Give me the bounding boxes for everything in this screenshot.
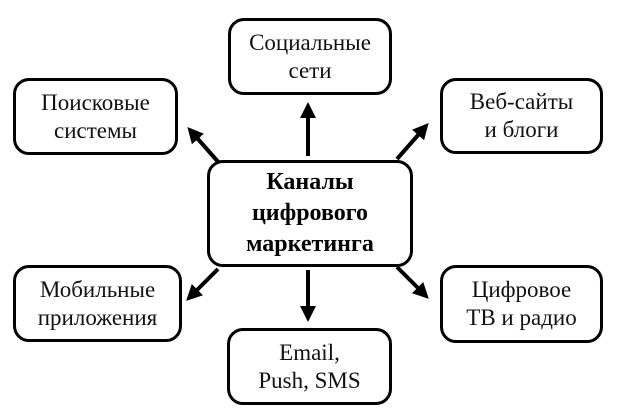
node-label-line: Цифровое xyxy=(471,277,572,302)
node-label-line: Поисковые xyxy=(41,89,150,115)
arrow-to-websites-blogs xyxy=(395,122,429,161)
node-label-line: маркетинга xyxy=(246,231,374,257)
node-digital-tv-radio: Цифровое ТВ и радио xyxy=(440,265,603,343)
node-label-line: и блоги xyxy=(484,117,559,142)
arrow-to-mobile-apps xyxy=(186,267,220,301)
node-websites-blogs: Веб-сайты и блоги xyxy=(440,78,603,154)
node-label-line: Push, SMS xyxy=(258,367,361,393)
node-email-push-sms: Email, Push, SMS xyxy=(227,328,392,405)
node-label-line: сети xyxy=(288,57,332,83)
node-label-line: Мобильные xyxy=(39,276,156,302)
node-label-line: Веб-сайты xyxy=(469,89,574,114)
node-digital-marketing-channels: Каналы цифрового маркетинга xyxy=(207,160,413,267)
node-label-line: Каналы xyxy=(266,169,354,195)
node-mobile-apps: Мобильные приложения xyxy=(13,265,182,342)
node-label-line: Социальные xyxy=(249,29,371,55)
arrow-to-digital-tv-radio xyxy=(395,265,429,299)
node-label-line: ТВ и радио xyxy=(466,305,577,330)
node-label-line: приложения xyxy=(37,304,158,330)
node-search-engines: Поисковые системы xyxy=(13,78,178,155)
node-label-line: Email, xyxy=(279,339,340,365)
node-social-networks: Социальные сети xyxy=(228,18,392,95)
arrow-to-search-engines xyxy=(187,127,222,166)
node-label-line: цифрового xyxy=(251,200,369,226)
node-label-line: системы xyxy=(54,117,137,143)
